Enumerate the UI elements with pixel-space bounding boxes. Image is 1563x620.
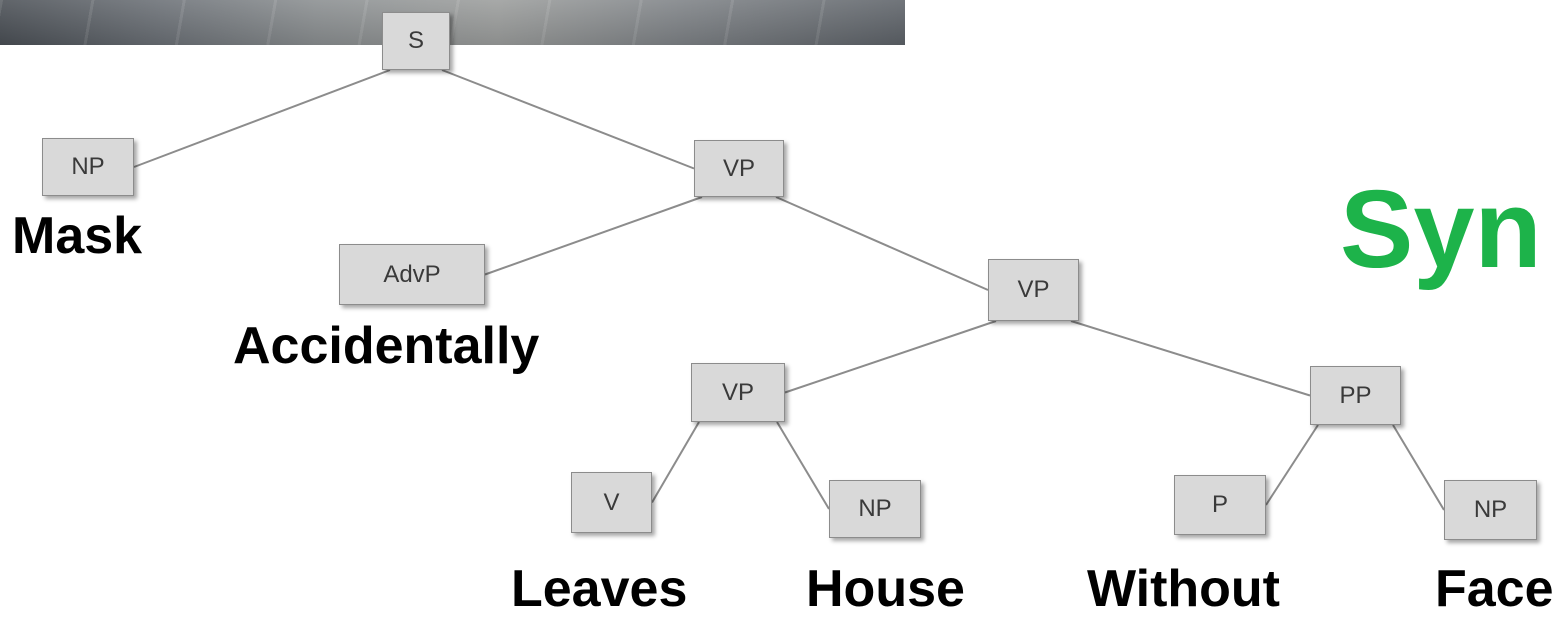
background-photo — [0, 0, 905, 45]
word-without: Without — [1087, 560, 1280, 618]
edge-vp_inner-vp_verb — [784, 320, 997, 394]
edge-pp-p — [1265, 424, 1319, 506]
slide-title: Syn — [1340, 168, 1542, 291]
word-leaves: Leaves — [511, 560, 688, 618]
edge-vp_main-vp_inner — [775, 196, 989, 291]
edge-s-vp_main — [441, 69, 695, 170]
node-vp-inner: VP — [988, 259, 1079, 321]
node-vp-verb: VP — [691, 363, 785, 422]
edge-vp_verb-np_object — [776, 421, 830, 510]
word-face: Face — [1435, 560, 1554, 618]
edge-vp_inner-pp — [1070, 320, 1311, 397]
word-house: House — [806, 560, 965, 618]
node-s: S — [382, 12, 450, 70]
edge-pp-np_face — [1392, 424, 1445, 511]
node-np-object: NP — [829, 480, 921, 538]
word-accidentally: Accidentally — [233, 317, 540, 375]
edge-vp_verb-v — [651, 421, 700, 504]
node-advp: AdvP — [339, 244, 485, 305]
word-mask: Mask — [12, 207, 143, 265]
edge-vp_main-advp — [484, 196, 703, 276]
edge-s-np_subject — [133, 69, 391, 168]
node-pp: PP — [1310, 366, 1401, 425]
node-np-face: NP — [1444, 480, 1537, 540]
node-vp-main: VP — [694, 140, 784, 197]
node-v: V — [571, 472, 652, 533]
node-np-subject: NP — [42, 138, 134, 196]
node-p: P — [1174, 475, 1266, 535]
